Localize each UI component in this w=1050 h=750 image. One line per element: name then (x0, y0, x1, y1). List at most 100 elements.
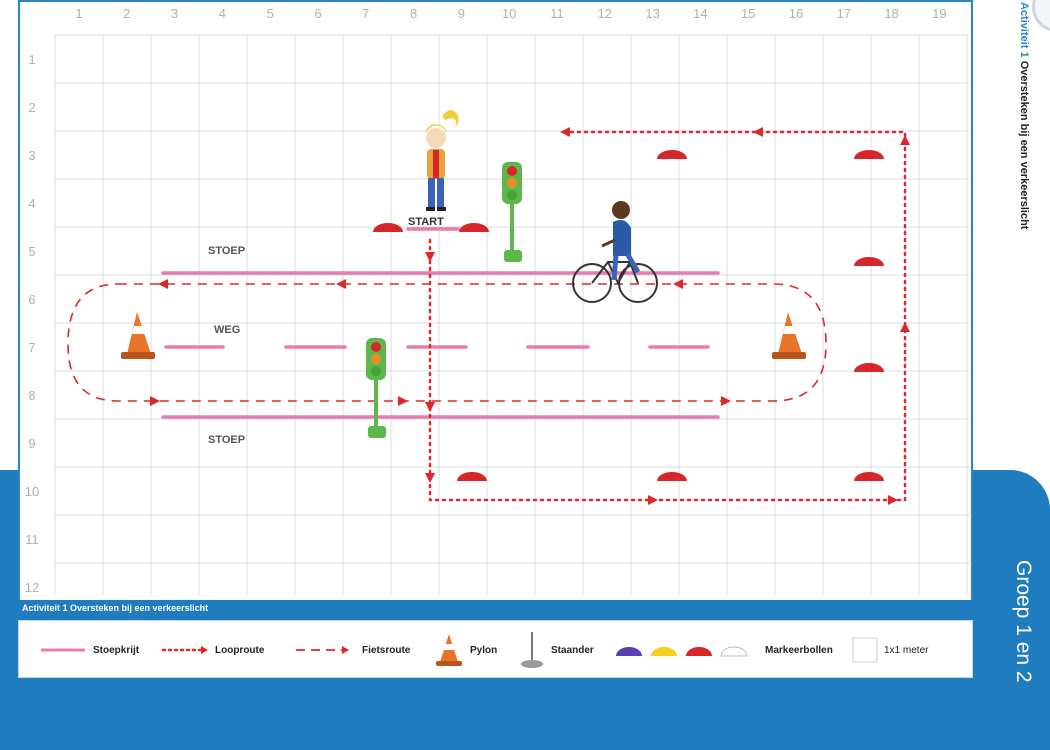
walk-arrow (900, 135, 910, 145)
chalk-lines (161, 227, 720, 419)
legend-fietsroute-label: Fietsroute (362, 644, 411, 656)
red-marker (459, 223, 489, 232)
legend-looproute-label: Looproute (215, 644, 265, 656)
column-number: 18 (884, 6, 898, 21)
red-marker (373, 223, 403, 232)
red-marker (457, 472, 487, 481)
walk-arrow (753, 127, 763, 137)
traffic-light-top (502, 162, 522, 262)
bike-route-arrows (150, 279, 731, 406)
caption-text: Activiteit 1 Oversteken bij een verkeers… (22, 603, 209, 613)
legend-stoepkrijt: Stoepkrijt (39, 621, 139, 679)
red-marker (657, 472, 687, 481)
groep-label: Groep 1 en 2 (1012, 560, 1035, 683)
legend-pylon-label: Pylon (470, 644, 498, 656)
column-number: 1 (75, 6, 82, 21)
bike-arrow (336, 279, 346, 289)
red-marker (657, 150, 687, 159)
pylon-icon (436, 634, 462, 666)
column-number: 7 (362, 6, 369, 21)
legend-staander: Staander (519, 621, 594, 679)
side-title-text: Oversteken bij een verkeerslicht (1018, 57, 1030, 230)
walk-arrow (425, 473, 435, 483)
row-number: 4 (28, 196, 35, 211)
legend-staander-label: Staander (551, 644, 594, 656)
column-number: 16 (789, 6, 803, 21)
legend-looproute: Looproute (161, 621, 264, 679)
red-marker (854, 472, 884, 481)
dashed-arrow-icon (296, 646, 349, 654)
bike-route (67, 283, 827, 402)
bike-arrow (721, 396, 731, 406)
column-number: 15 (741, 6, 755, 21)
column-number: 12 (598, 6, 612, 21)
walking-route-arrows (425, 127, 910, 505)
column-number: 6 (314, 6, 321, 21)
row-number: 3 (28, 148, 35, 163)
side-title-prefix: Activiteit 1 (1018, 2, 1030, 58)
grid-area (55, 35, 970, 595)
row-number: 6 (28, 292, 35, 307)
walk-arrow (900, 322, 910, 332)
column-number: 13 (645, 6, 659, 21)
marker-cones-icon (616, 646, 748, 657)
walking-route (428, 130, 907, 502)
column-number: 5 (267, 6, 274, 21)
column-number: 8 (410, 6, 417, 21)
legend-meter-label: 1x1 meter (884, 644, 929, 656)
column-number: 19 (932, 6, 946, 21)
walk-arrow (425, 402, 435, 412)
bike-arrow (150, 396, 160, 406)
row-number: 7 (28, 340, 35, 355)
cyclist (572, 201, 658, 303)
pylon-right (772, 312, 806, 359)
girl-character (425, 110, 459, 211)
row-number: 12 (25, 580, 39, 595)
legend-meter: 1x1 meter (852, 621, 928, 679)
row-number: 9 (28, 436, 35, 451)
row-number: 5 (28, 244, 35, 259)
red-marker (854, 150, 884, 159)
column-number: 3 (171, 6, 178, 21)
legend-stoepkrijt-label: Stoepkrijt (93, 644, 140, 656)
legend: Stoepkrijt Looproute Fietsroute Pylon St… (18, 620, 973, 678)
row-number: 2 (28, 100, 35, 115)
dotted-arrow-icon (161, 646, 208, 654)
bike-route-loop (67, 283, 827, 402)
pylon-left (121, 312, 155, 359)
bike-arrow (158, 279, 168, 289)
column-number: 14 (693, 6, 707, 21)
legend-markeerbollen: Markeerbollen (614, 621, 833, 679)
column-number: 17 (837, 6, 851, 21)
walk-arrow (888, 495, 898, 505)
caption-bar: Activiteit 1 Oversteken bij een verkeers… (18, 600, 973, 616)
walk-arrow (560, 127, 570, 137)
chalk-line-icon (41, 648, 85, 652)
weg-label: WEG (214, 324, 240, 336)
start-label: START (408, 216, 444, 228)
row-number: 1 (28, 52, 35, 67)
row-number: 8 (28, 388, 35, 403)
column-number: 2 (123, 6, 130, 21)
stoep-bottom-label: STOEP (208, 434, 245, 446)
legend-markeerbollen-label: Markeerbollen (765, 644, 833, 656)
row-number: 10 (25, 484, 39, 499)
bike-arrow (673, 279, 683, 289)
stoep-top-label: STOEP (208, 245, 245, 257)
column-number: 10 (502, 6, 516, 21)
legend-pylon: Pylon (434, 621, 497, 679)
red-marker (854, 363, 884, 372)
walk-arrow (648, 495, 658, 505)
blue-side-tab (980, 535, 1050, 750)
legend-fietsroute: Fietsroute (294, 621, 410, 679)
walking-route-line (428, 130, 907, 502)
grid-square-icon (852, 637, 878, 663)
red-markers (373, 150, 884, 481)
traffic-light-road (366, 338, 386, 438)
staander-icon (521, 632, 543, 668)
column-number: 11 (550, 6, 564, 21)
red-marker (854, 257, 884, 266)
